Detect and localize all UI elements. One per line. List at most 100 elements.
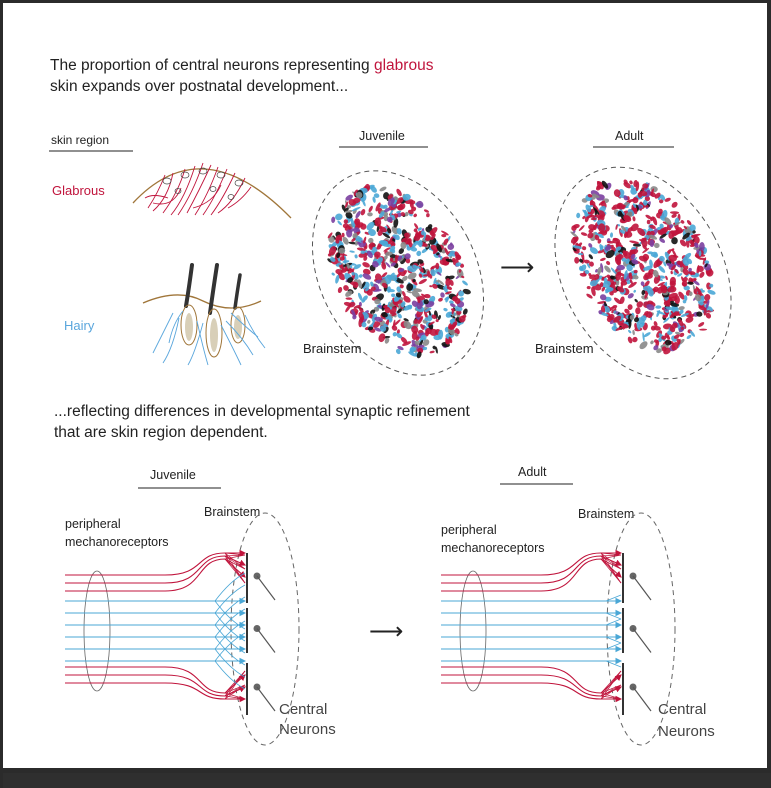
brainstem-map-blob [426, 213, 430, 217]
brainstem-map-blob [600, 257, 607, 262]
brainstem-map-blob [632, 330, 635, 336]
bottom-juvenile-title: Juvenile [150, 468, 196, 482]
adult-brainstem-map [520, 137, 766, 410]
brainstem-map-blob [331, 216, 335, 223]
peripheral-receptor-outline [460, 571, 486, 691]
top-brainstem-label-juvenile: Brainstem [303, 341, 362, 356]
brainstem-map-blob [416, 250, 422, 257]
diagram-canvas: skin region Glabrous Hairy [3, 3, 767, 768]
recording-electrode [257, 629, 275, 653]
brainstem-map-blob [654, 243, 660, 248]
brainstem-map-blob [586, 286, 591, 290]
glabrous-branch [601, 671, 621, 699]
hairy-label: Hairy [64, 318, 95, 333]
brainstem-map-blob [635, 307, 641, 314]
juvenile-brainstem-map [278, 141, 517, 405]
brainstem-map-blob [665, 275, 669, 280]
brainstem-map-blob [670, 271, 673, 275]
hairy-skin-illustration [143, 265, 265, 365]
hairy-branch [606, 637, 621, 643]
brainstem-map-blob [670, 201, 678, 209]
juvenile-central-label-2: Neurons [279, 721, 336, 738]
brainstem-map-blob [603, 264, 612, 273]
brainstem-map-blob [588, 253, 594, 260]
brainstem-map-blob [418, 278, 428, 285]
adult-receptors-label-1: peripheral [441, 523, 497, 537]
brainstem-map-blob [647, 220, 651, 225]
juvenile-receptors-label-2: mechanoreceptors [65, 535, 169, 549]
brainstem-outline [231, 513, 299, 745]
recording-electrode [257, 687, 275, 711]
brainstem-map-blob [437, 297, 443, 302]
bottom-development-arrow: ⟶ [369, 618, 403, 645]
brainstem-map-blob [670, 211, 679, 214]
brainstem-map-blob [361, 261, 370, 269]
brainstem-map-blob [395, 188, 403, 197]
brainstem-map-blob [349, 250, 355, 253]
bottom-adult-title: Adult [518, 465, 547, 479]
juvenile-receptors-label-1: peripheral [65, 517, 121, 531]
glabrous-afferent [441, 683, 621, 699]
brainstem-map-blob [429, 350, 435, 353]
brainstem-map-blob [655, 305, 661, 309]
brainstem-map-blob [650, 239, 655, 247]
hairy-branch [215, 585, 245, 613]
brainstem-map-blob [435, 263, 439, 270]
brainstem-map-blob [628, 329, 632, 333]
glabrous-branch [225, 693, 245, 699]
brainstem-map-blob [379, 186, 387, 193]
brainstem-map-blob [610, 232, 613, 238]
brainstem-map-blob [574, 257, 579, 264]
skin-region-header: skin region [51, 133, 109, 147]
glabrous-afferent [441, 667, 621, 693]
brainstem-map-blob [360, 208, 366, 216]
brainstem-map-blob [337, 286, 343, 293]
hairy-branch [606, 613, 621, 619]
brainstem-map-blob [650, 340, 655, 345]
brainstem-map-blob [362, 322, 367, 327]
brainstem-map-blob [584, 259, 590, 263]
top-juvenile-title: Juvenile [359, 129, 405, 143]
hairy-branch [606, 595, 621, 601]
recording-electrode [633, 687, 651, 711]
recording-electrode [257, 576, 275, 600]
brainstem-map-blob [642, 183, 648, 188]
top-development-arrow: ⟶ [500, 254, 534, 281]
brainstem-map-blob [576, 213, 580, 219]
brainstem-map-blob [680, 219, 685, 224]
brainstem-map-blob [632, 216, 636, 222]
hairy-branch [606, 619, 621, 625]
brainstem-map-blob [358, 274, 363, 279]
recording-electrode [633, 576, 651, 600]
bottom-bar [3, 773, 771, 788]
adult-receptors-label-2: mechanoreceptors [441, 541, 545, 555]
brainstem-map-blob [580, 232, 587, 237]
brainstem-map-blob [354, 254, 358, 259]
adult-central-label-2: Neurons [658, 723, 715, 740]
brainstem-map-blob [616, 202, 626, 211]
brainstem-map-blob [345, 297, 352, 300]
brainstem-map-blob [429, 285, 432, 287]
brainstem-map-blob [582, 246, 587, 251]
brainstem-map-blob [367, 212, 373, 216]
peripheral-receptor-outline [84, 571, 110, 691]
hairy-branch [215, 661, 245, 689]
brainstem-map-blob [697, 321, 705, 328]
brainstem-map-blob [462, 308, 468, 316]
brainstem-map-blob [446, 243, 455, 251]
brainstem-map-blob [368, 205, 374, 213]
figure-panel: The proportion of central neurons repres… [3, 3, 767, 768]
glabrous-branch [601, 693, 621, 699]
brainstem-map-blob [699, 329, 707, 331]
brainstem-map-blob [413, 213, 418, 218]
hairy-branch [215, 649, 245, 677]
brainstem-map-blob [633, 289, 637, 293]
glabrous-skin-illustration [133, 163, 291, 218]
brainstem-map-blob [461, 280, 468, 287]
recording-electrode [633, 629, 651, 653]
brainstem-map-blob [415, 200, 425, 210]
brainstem-map-blob [443, 307, 448, 312]
brainstem-map-blob [627, 304, 632, 310]
brainstem-map-blob [664, 197, 671, 203]
top-brainstem-label-adult: Brainstem [535, 341, 594, 356]
